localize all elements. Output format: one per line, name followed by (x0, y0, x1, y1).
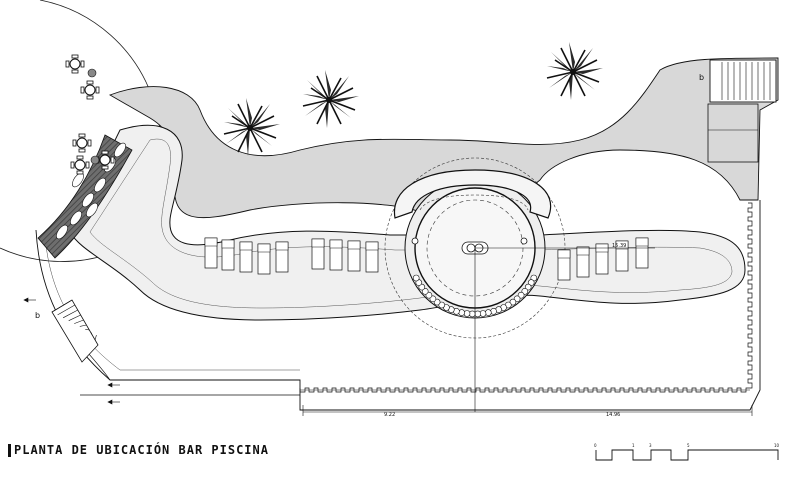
bar-stool (412, 274, 420, 282)
scale-mark-4: 10 (774, 443, 780, 448)
umbrella-table (70, 210, 82, 226)
dimension-label-right: 14.96 (606, 412, 620, 418)
bar-stool (438, 301, 446, 309)
pool-water (69, 125, 746, 321)
terrace-table (72, 133, 92, 153)
scale-mark-0: 0 (594, 443, 597, 448)
bar-stool (418, 283, 426, 291)
palm-tree-1 (223, 97, 281, 157)
bar-stool (484, 309, 492, 316)
bar-stool (474, 310, 482, 318)
drawing-title: PLANTA DE UBICACIÓN BAR PISCINA (8, 444, 269, 457)
stair-right-label: b (699, 73, 704, 82)
bar-stool (527, 279, 535, 286)
terrace-tables (65, 54, 115, 175)
dimension-label-radius: 15.39 (612, 243, 626, 249)
umbrella-table (82, 192, 94, 208)
umbrella-table (56, 224, 68, 240)
scale-mark-3: 5 (687, 443, 690, 448)
bar-stool (421, 287, 429, 295)
scale-bar: 0 1 3 5 10 (594, 443, 780, 461)
stair-left (51, 299, 99, 363)
umbrella-table (94, 177, 106, 193)
scale-mark-2: 3 (649, 443, 652, 448)
palm-tree-3 (546, 41, 604, 101)
pool-inner-edge (89, 138, 733, 309)
terrace-table (65, 54, 85, 74)
umbrella-table (114, 142, 126, 158)
stair-right (707, 59, 777, 163)
dimension-label-left: 9.22 (384, 412, 395, 418)
palm-tree-2 (302, 69, 360, 129)
bar-stool (509, 298, 517, 306)
scale-mark-1: 1 (632, 443, 635, 448)
terrace-table (70, 155, 90, 175)
umbrella-table (86, 202, 98, 218)
bar-stool (524, 283, 532, 291)
dimension-lines (302, 247, 753, 416)
bar-stool (463, 310, 471, 317)
sun-loungers (204, 237, 649, 281)
stair-left-label: b (35, 311, 40, 320)
terrace-table (80, 80, 100, 100)
retaining-wall (299, 202, 753, 393)
level-arrows (23, 297, 120, 405)
deck-area (108, 57, 779, 219)
